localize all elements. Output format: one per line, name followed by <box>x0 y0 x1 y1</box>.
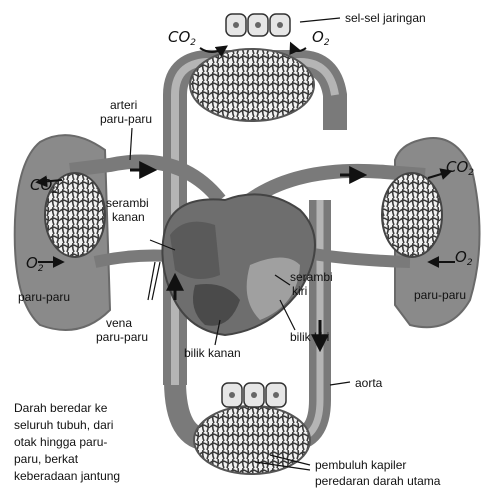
tissue-cells-top <box>226 14 290 36</box>
caption-line-4: paru, berkat <box>14 451 78 468</box>
o2-arrow-top <box>292 46 306 51</box>
label-pulmonary-artery-2: paru-paru <box>100 112 152 126</box>
caption-line-1: Darah beredar ke <box>14 400 107 417</box>
label-tissue-cells: sel-sel jaringan <box>345 11 426 25</box>
tissue-cells-bottom <box>222 383 286 407</box>
label-left-atrium-1: serambi <box>290 270 333 284</box>
co2-label-right: CO2 <box>446 160 474 180</box>
label-right-ventricle: bilik kanan <box>184 346 241 360</box>
caption-line-5: keberadaan jantung <box>14 468 120 485</box>
co2-label-top: CO2 <box>168 30 196 50</box>
label-right-atrium-2: kanan <box>112 210 145 224</box>
o2-label-left: O2 <box>26 256 44 276</box>
label-pulmonary-vein-2: paru-paru <box>96 330 148 344</box>
caption-line-3: otak hingga paru- <box>14 434 107 451</box>
label-right-atrium-1: serambi <box>106 196 149 210</box>
o2-label-right: O2 <box>455 250 473 270</box>
label-pulmonary-artery-1: arteri <box>110 98 137 112</box>
label-lung-right: paru-paru <box>414 288 466 302</box>
label-capillaries-2: peredaran darah utama <box>315 474 440 488</box>
caption-line-2: seluruh tubuh, dari <box>14 417 113 434</box>
upper-capillary-bed <box>190 49 314 121</box>
label-pulmonary-vein-1: vena <box>106 316 132 330</box>
co2-label-left: CO2 <box>30 178 58 198</box>
label-left-ventricle: bilik kiri <box>290 330 329 344</box>
label-capillaries-1: pembuluh kapiler <box>315 458 406 472</box>
right-atrium <box>170 222 220 279</box>
label-left-atrium-2: kiri <box>292 284 307 298</box>
right-lung-capillaries <box>382 173 442 257</box>
label-aorta: aorta <box>355 376 382 390</box>
o2-label-top: O2 <box>312 30 330 50</box>
label-lung-left: paru-paru <box>18 290 70 304</box>
lower-capillary-bed <box>194 406 310 474</box>
